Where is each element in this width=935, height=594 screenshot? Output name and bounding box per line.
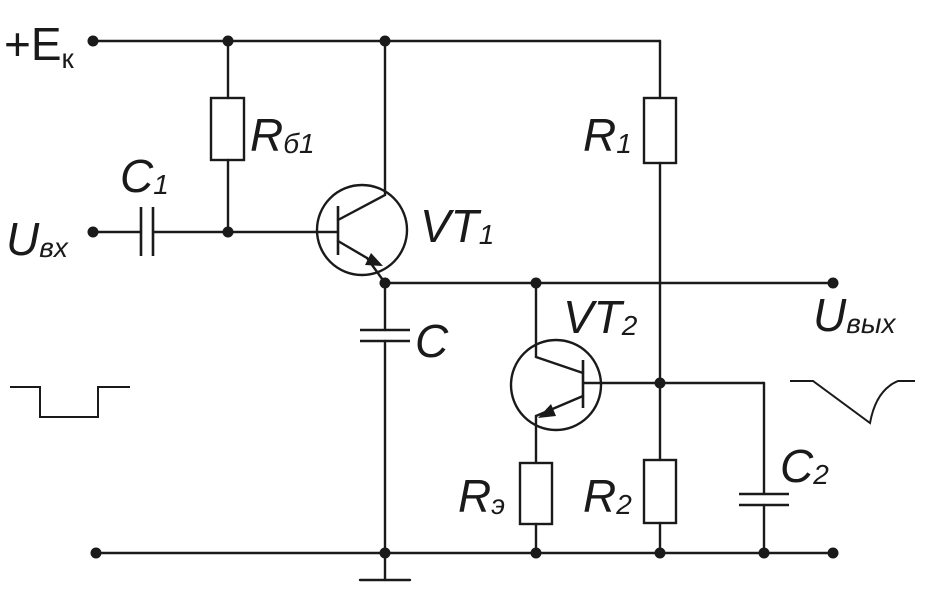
label-re: Rэ — [458, 470, 505, 522]
label-c2: C2 — [780, 440, 829, 492]
resistor-re — [518, 461, 554, 526]
vt1-collector — [336, 193, 387, 222]
junction-dot — [222, 226, 234, 238]
junction-dot — [530, 277, 542, 289]
waveforms — [10, 380, 915, 425]
resistor-r1 — [642, 96, 678, 165]
vt2-collector — [534, 355, 585, 375]
capacitors — [139, 207, 789, 507]
junctions — [87, 35, 839, 559]
output-sawtooth-waveform — [790, 380, 915, 425]
vt1-body — [315, 183, 409, 277]
vt1-emitter-arrow — [365, 253, 383, 266]
junction-dot — [758, 547, 770, 559]
junction-dot — [654, 547, 666, 559]
junction-dot — [222, 35, 234, 47]
resistor-r2 — [642, 458, 678, 525]
labels: +Eк Rб1 R1 C1 Uвх VT1 C VT2 Uвых Rэ R2 — [4, 18, 896, 522]
label-vt2: VT2 — [563, 291, 638, 343]
input-pulse-waveform — [10, 386, 130, 418]
transistor-vt1 — [315, 183, 409, 277]
label-r2: R2 — [583, 470, 632, 522]
label-rb1: Rб1 — [250, 109, 315, 161]
supply-terminal — [87, 35, 99, 47]
resistor-rb1 — [209, 96, 246, 162]
label-c1: C1 — [120, 150, 169, 202]
resistors — [209, 96, 678, 526]
label-vt1: VT1 — [420, 200, 494, 252]
vt2-body — [509, 338, 603, 432]
label-r1: R1 — [583, 109, 632, 161]
junction-dot — [379, 277, 391, 289]
transistor-vt2 — [509, 338, 603, 432]
junction-dot — [379, 547, 391, 559]
junction-dot — [379, 35, 391, 47]
vt1-emitter — [336, 239, 369, 260]
junction-dot — [654, 377, 666, 389]
label-supply: +Eк — [4, 18, 75, 74]
label-uout: Uвых — [813, 289, 896, 341]
output-terminal — [827, 277, 839, 289]
ground-terminal — [90, 547, 102, 559]
vt2-emitter-arrow — [538, 404, 556, 418]
ground-terminal-right — [827, 547, 839, 559]
junction-dot — [530, 547, 542, 559]
label-uin: Uвх — [6, 213, 69, 265]
label-c: C — [415, 315, 449, 367]
input-terminal — [87, 226, 99, 238]
